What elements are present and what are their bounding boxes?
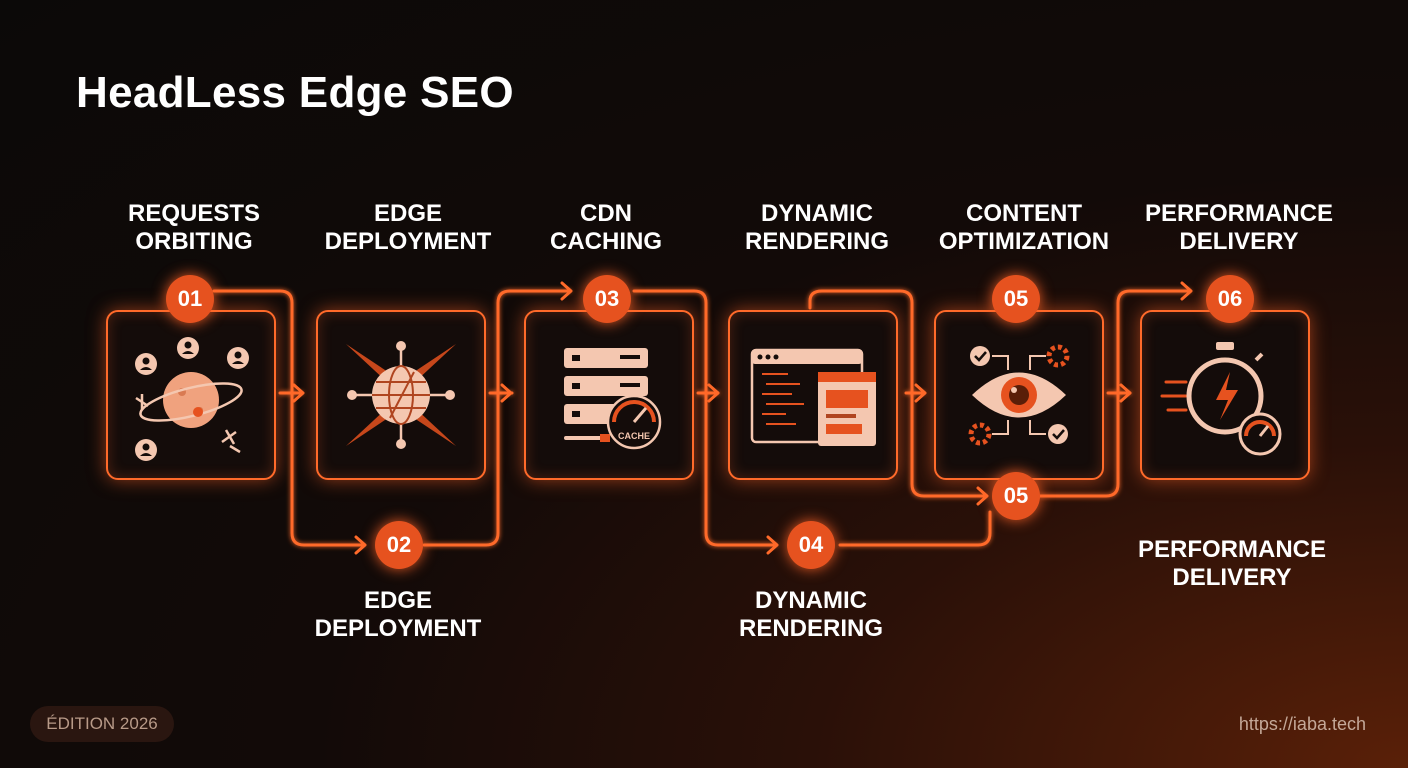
connector-04-05	[838, 510, 992, 547]
label-requests-orbiting: REQUESTS ORBITING	[127, 200, 261, 255]
step-badge-04: 04	[787, 521, 835, 569]
card-content-optimization	[934, 310, 1104, 480]
arrowhead	[354, 535, 367, 555]
eye-optimize-icon	[968, 344, 1070, 446]
step-badge-03: 03	[583, 275, 631, 323]
stopwatch-performance-icon	[1160, 342, 1282, 456]
card-edge-deployment	[316, 310, 486, 480]
label-performance-delivery: PERFORMANCE DELIVERY	[1144, 200, 1333, 255]
card-performance-delivery	[1140, 310, 1310, 480]
step-badge-05-bottom: 05	[992, 472, 1040, 520]
step-badge-05-top: 05	[992, 275, 1040, 323]
arrowhead	[500, 383, 513, 403]
label-edge-deployment-bottom: EDGE DEPLOYMENT	[314, 587, 482, 642]
globe-network-icon	[346, 341, 456, 449]
card-requests-orbiting	[106, 310, 276, 480]
step-badge-02: 02	[375, 521, 423, 569]
arrowhead	[1119, 383, 1132, 403]
arrowhead	[292, 383, 305, 403]
server-cache-icon: CACHE	[564, 348, 662, 450]
label-dynamic-rendering: DYNAMIC RENDERING	[744, 200, 889, 255]
connector-dr-05	[808, 289, 988, 498]
label-dynamic-rendering-bottom: DYNAMIC RENDERING	[738, 587, 883, 642]
connector-02-03	[422, 289, 572, 547]
arrowhead	[1180, 281, 1193, 301]
card-cdn-caching: CACHE	[524, 310, 694, 480]
step-badge-06: 06	[1206, 275, 1254, 323]
edition-badge: ÉDITION 2026	[30, 706, 174, 742]
arrowhead	[560, 281, 573, 301]
arrowhead	[707, 383, 720, 403]
label-content-optimization: CONTENT OPTIMIZATION	[938, 200, 1110, 255]
planet-requests-icon	[135, 337, 249, 461]
step-badge-01: 01	[166, 275, 214, 323]
page-title: HeadLess Edge SEO	[76, 68, 514, 117]
connector-03-04	[632, 289, 778, 547]
card-dynamic-rendering	[728, 310, 898, 480]
label-edge-deployment: EDGE DEPLOYMENT	[324, 200, 492, 255]
connector-01-02	[212, 289, 366, 547]
cache-label: CACHE	[618, 431, 650, 441]
label-performance-delivery-bottom: PERFORMANCE DELIVERY	[1137, 536, 1326, 591]
site-url[interactable]: https://iaba.tech	[1238, 714, 1366, 734]
label-cdn-caching: CDN CACHING	[550, 200, 662, 255]
arrowhead	[766, 535, 779, 555]
arrowhead	[914, 383, 927, 403]
arrowhead	[976, 486, 989, 506]
browser-render-icon	[750, 348, 876, 446]
